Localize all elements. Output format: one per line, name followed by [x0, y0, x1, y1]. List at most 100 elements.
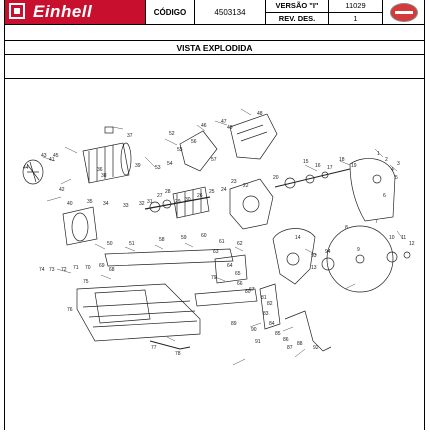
fan-grille: [22, 159, 44, 185]
blank-band: [4, 55, 425, 79]
part-number-label: 94: [325, 249, 331, 255]
revision-value: 1: [353, 13, 358, 23]
part-number-label: 46: [201, 123, 207, 129]
part-number-label: 34: [103, 201, 109, 207]
part-number-label: 61: [219, 239, 225, 245]
part-number-label: 30: [185, 197, 191, 203]
part-number-label: 38: [101, 173, 107, 179]
part-number-label: 80: [245, 289, 251, 295]
brand-logo-icon: [9, 3, 25, 19]
part-number-label: 37: [127, 133, 133, 139]
part-number-label: 40: [67, 201, 73, 207]
version-label: VERSÃO "I": [266, 0, 329, 12]
spindle-nut: [321, 171, 329, 179]
part-number-label: 73: [49, 267, 55, 273]
part-number-label: 56: [191, 139, 197, 145]
part-number-label: 50: [107, 241, 113, 247]
part-number-label: 16: [315, 163, 321, 169]
part-number-label: 1: [377, 151, 380, 157]
handle-grip: [236, 124, 268, 142]
part-number-label: 82: [267, 301, 273, 307]
part-number-label: 27: [157, 193, 163, 199]
gear-housing: [229, 178, 274, 230]
part-number-label: 51: [129, 241, 135, 247]
blade-guard: [349, 158, 396, 222]
part-number-label: 18: [339, 157, 345, 163]
part-number-label: 10: [389, 235, 395, 241]
part-number-label: 79: [211, 275, 217, 281]
part-number-label: 8: [345, 225, 348, 231]
part-number-label: 4: [391, 167, 394, 173]
part-number-label: 93: [311, 253, 317, 259]
base-ribs: [82, 300, 198, 328]
part-number-label: 22: [243, 183, 249, 189]
disc-flange: [321, 257, 335, 271]
part-number-label: 57: [211, 157, 217, 163]
part-number-label: 59: [181, 235, 187, 241]
part-number-label: 12: [409, 241, 415, 247]
part-number-label: 33: [123, 203, 129, 209]
part-number-label: 42: [59, 187, 65, 193]
brand-logo: Einhell: [5, 0, 145, 24]
code-value: 4503134: [195, 0, 266, 24]
motor-end-cap: [120, 142, 132, 176]
part-number-label: 63: [213, 249, 219, 255]
spindle-washer: [305, 174, 315, 184]
part-number-label: 66: [237, 281, 243, 287]
part-number-label: 31: [147, 199, 153, 205]
part-number-label: 35: [87, 199, 93, 205]
clamp-block: [214, 254, 248, 284]
motor-ribs: [88, 145, 114, 183]
outer-flange: [386, 251, 398, 263]
part-number-label: 39: [135, 163, 141, 169]
part-number-label: 71: [73, 265, 79, 271]
base-plate: [76, 283, 201, 342]
part-number-label: 86: [283, 337, 289, 343]
part-number-label: 13: [311, 265, 317, 271]
part-number-label: 83: [263, 311, 269, 317]
header-table: Einhell CÓDIGO 4503134 VERSÃO "I" 11029 …: [4, 0, 425, 25]
part-number-label: 88: [297, 341, 303, 347]
part-number-label: 92: [313, 345, 319, 351]
vise-jaw: [194, 288, 258, 307]
part-number-label: 81: [261, 295, 267, 301]
bearing-2: [162, 199, 172, 209]
part-number-label: 49: [227, 125, 233, 131]
part-number-label: 60: [201, 233, 207, 239]
part-number-label: 69: [99, 263, 105, 269]
part-number-label: 72: [61, 267, 67, 273]
part-number-label: 47: [221, 119, 227, 125]
badge-cell: [382, 0, 424, 24]
part-number-label: 20: [273, 175, 279, 181]
grille-lines: [26, 161, 40, 183]
gear-housing-boss: [242, 195, 260, 213]
revision-label: REV. DES.: [266, 12, 329, 24]
part-number-label: 2: [385, 157, 388, 163]
part-number-label: 3: [397, 161, 400, 167]
armature-shaft: [144, 196, 211, 210]
part-number-label: 15: [303, 159, 309, 165]
part-number-label: 77: [151, 345, 157, 351]
code-label: CÓDIGO: [145, 0, 195, 24]
part-number-label: 90: [251, 327, 257, 333]
part-number-label: 67: [249, 287, 255, 293]
part-number-label: 11: [401, 235, 406, 241]
stator-core: [71, 212, 89, 242]
page-title: VISTA EXPLODIDA: [4, 41, 425, 55]
spindle: [274, 168, 351, 188]
part-number-label: 7: [375, 219, 378, 225]
part-number-label: 65: [235, 271, 241, 277]
part-number-label: 17: [327, 165, 333, 171]
leader-lines: [42, 108, 404, 366]
part-number-label: 14: [295, 235, 301, 241]
part-number-label: 58: [159, 237, 165, 243]
brand-name: Einhell: [33, 2, 93, 21]
handle-left: [179, 130, 218, 172]
bearing-1: [149, 201, 161, 213]
part-number-label: 5: [395, 175, 398, 181]
part-number-label: 44: [23, 165, 29, 171]
part-number-label: 23: [231, 179, 237, 185]
